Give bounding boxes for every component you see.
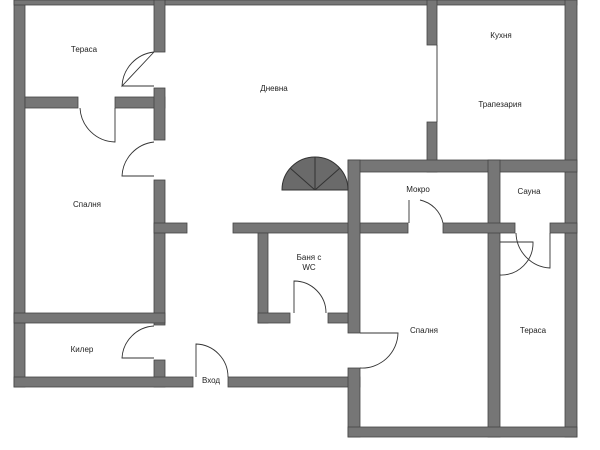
room-label-storage: Килер — [70, 345, 94, 354]
room-label-bedroom-right: Спалня — [410, 326, 438, 335]
room-label-kitchen: Кухня — [490, 31, 512, 40]
stairs — [281, 156, 349, 191]
room-label-bath-line1: Баня с — [296, 253, 322, 262]
room-label-terrace-top: Тераса — [70, 45, 98, 54]
doors — [79, 45, 551, 378]
room-label-terrace-right: Тераса — [519, 326, 547, 335]
room-label-entrance: Вход — [201, 376, 221, 385]
room-label-dining: Трапезария — [478, 100, 522, 109]
walls — [13, 0, 578, 438]
room-label-sauna: Сауна — [517, 187, 541, 196]
room-label-wet-room: Мокро — [406, 185, 430, 194]
room-label-bedroom-left: Спалня — [73, 200, 101, 209]
room-label-bath-line2: WC — [302, 263, 316, 272]
room-label-living: Дневна — [260, 84, 288, 93]
